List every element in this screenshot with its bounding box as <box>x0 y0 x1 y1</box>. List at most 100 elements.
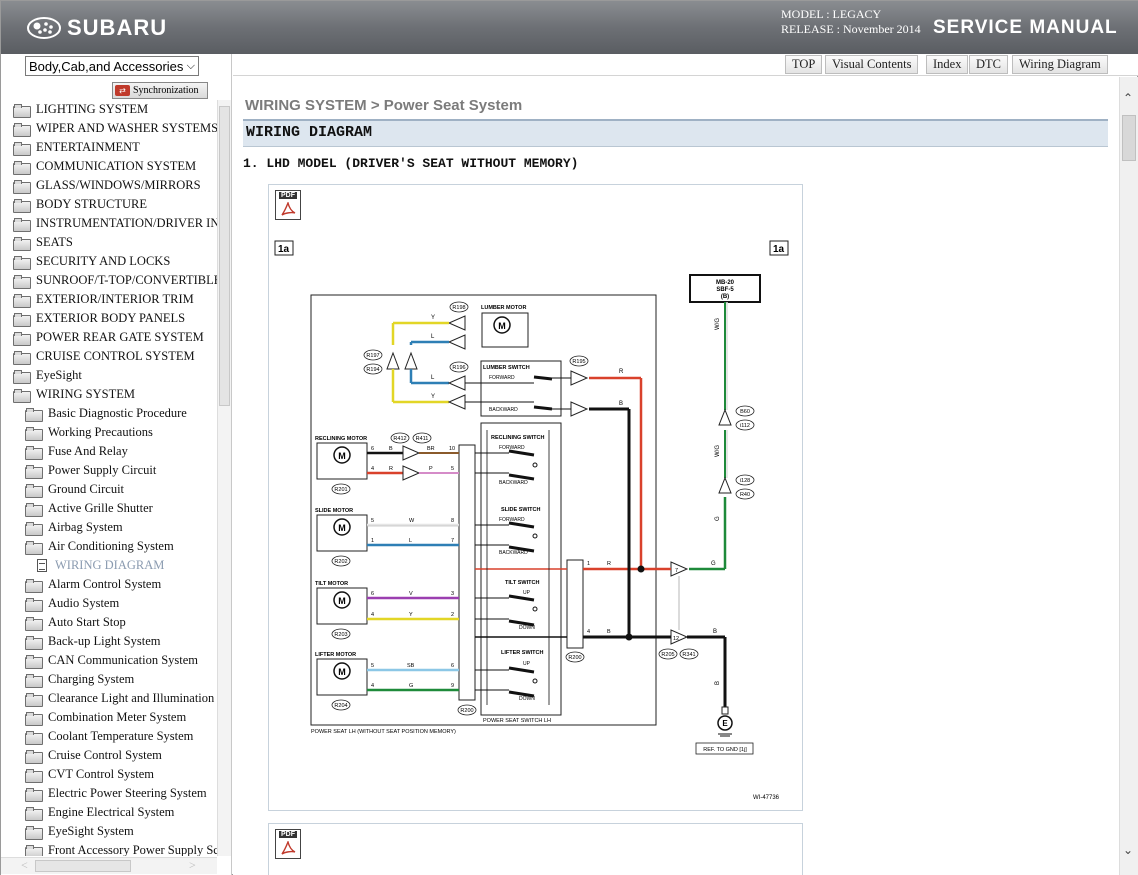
toc-item[interactable]: Electric Power Steering System <box>25 784 207 803</box>
content-pane: WIRING SYSTEM > Power Seat System WIRING… <box>233 77 1119 875</box>
r205-pin-4: 4 <box>587 629 590 635</box>
toc-item[interactable]: SECURITY AND LOCKS <box>13 252 170 271</box>
toc-horizontal-scrollbar[interactable]: < > <box>1 857 217 874</box>
folder-icon <box>13 293 31 308</box>
folder-icon <box>13 198 31 213</box>
nav-visual-contents-button[interactable]: Visual Contents <box>825 55 919 74</box>
section-header: WIRING DIAGRAM <box>243 119 1108 147</box>
toc-item[interactable]: BODY STRUCTURE <box>13 195 147 214</box>
toc-item[interactable]: CRUISE CONTROL SYSTEM <box>13 347 195 366</box>
tilt-motor-label: TILT MOTOR <box>315 581 348 587</box>
toc-item[interactable]: EyeSight <box>13 366 82 385</box>
nav-index-button[interactable]: Index <box>926 55 969 74</box>
folder-icon <box>13 122 31 137</box>
toc-item-label: EyeSight System <box>48 824 134 838</box>
page-tag-left: 1a <box>278 244 290 255</box>
toc-item[interactable]: EXTERIOR/INTERIOR TRIM <box>13 290 194 309</box>
toc-item[interactable]: SUNROOF/T-TOP/CONVERTIBLE <box>13 271 217 290</box>
scroll-left-icon[interactable]: < <box>21 858 28 872</box>
toc-item[interactable]: Ground Circuit <box>25 480 124 499</box>
toc-item[interactable]: WIRING SYSTEM <box>13 385 135 404</box>
folder-icon <box>25 825 43 840</box>
toc-item-label: Ground Circuit <box>48 482 125 496</box>
conn-r197: R197 <box>366 353 379 359</box>
synchronization-button[interactable]: ⇄ Synchronization <box>112 82 208 99</box>
content-scroll-thumb[interactable] <box>1122 115 1136 161</box>
toc-scroll-thumb[interactable] <box>219 106 230 406</box>
lumber-switch-label: LUMBER SWITCH <box>483 365 530 371</box>
toc-item[interactable]: Basic Diagnostic Procedure <box>25 404 187 423</box>
toc-item[interactable]: EXTERIOR BODY PANELS <box>13 309 185 328</box>
toc-item[interactable]: Working Precautions <box>25 423 153 442</box>
slide-bwd: BACKWARD <box>499 550 528 556</box>
toc-item-label: Engine Electrical System <box>48 805 175 819</box>
folder-icon <box>13 255 31 270</box>
toc-hscroll-thumb[interactable] <box>35 860 131 872</box>
toc-item[interactable]: ENTERTAINMENT <box>13 138 140 157</box>
lifter-wire-sb: SB <box>407 663 415 669</box>
pdf-download-icon[interactable]: PDF <box>275 190 301 220</box>
toc-item[interactable]: Audio System <box>25 594 119 613</box>
pdf-download-icon-2[interactable]: PDF <box>275 829 301 859</box>
toc-item-label: ENTERTAINMENT <box>36 140 140 154</box>
toc-item[interactable]: SEATS <box>13 233 73 252</box>
toc-item-label: POWER REAR GATE SYSTEM <box>36 330 204 344</box>
toc-item-label: CRUISE CONTROL SYSTEM <box>36 349 195 363</box>
toc-item[interactable]: WIPER AND WASHER SYSTEMS <box>13 119 217 138</box>
wire-y-2: Y <box>431 394 435 400</box>
wire-wg-2: W/G <box>715 445 721 457</box>
conn-r412: R412 <box>393 436 406 442</box>
scroll-down-icon[interactable]: ⌄ <box>1123 843 1134 857</box>
toc-item-label: Active Grille Shutter <box>48 501 153 515</box>
conn-r194: R194 <box>366 367 379 373</box>
release-label: RELEASE : November 2014 <box>781 22 921 36</box>
toc-item[interactable]: EyeSight System <box>25 822 134 841</box>
toc-item[interactable]: Cruise Control System <box>25 746 162 765</box>
conn-r204: R204 <box>334 703 347 709</box>
toc-item[interactable]: Coolant Temperature System <box>25 727 193 746</box>
content-vertical-scrollbar[interactable]: ⌃ ⌄ <box>1119 77 1138 875</box>
conn-r200: R200 <box>460 708 473 714</box>
toc-item-label: EyeSight <box>36 368 82 382</box>
toc-item[interactable]: Auto Start Stop <box>25 613 126 632</box>
toc-item[interactable]: POWER REAR GATE SYSTEM <box>13 328 204 347</box>
toc-vertical-scrollbar[interactable] <box>217 100 231 856</box>
toc-item[interactable]: Airbag System <box>25 518 123 537</box>
toc-item[interactable]: Combination Meter System <box>25 708 186 727</box>
toc-item[interactable]: CAN Communication System <box>25 651 198 670</box>
toc-item[interactable]: Engine Electrical System <box>25 803 174 822</box>
recl-pin-5: 5 <box>451 466 454 472</box>
nav-dtc-button[interactable]: DTC <box>969 55 1008 74</box>
scroll-right-icon[interactable]: > <box>189 858 196 872</box>
category-select[interactable]: Body,Cab,and Accessories ⌵ <box>25 56 199 76</box>
nav-top-button[interactable]: TOP <box>785 55 823 74</box>
navigation-pane: Body,Cab,and Accessories ⌵ ⇄ Synchroniza… <box>1 54 232 875</box>
toc-item[interactable]: Back-up Light System <box>25 632 161 651</box>
slide-pin-7: 7 <box>451 538 454 544</box>
scroll-up-icon[interactable]: ⌃ <box>1123 91 1134 105</box>
toc-item[interactable]: Charging System <box>25 670 134 689</box>
toc-item[interactable]: Front Accessory Power Supply Sc <box>25 841 217 856</box>
toc-item[interactable]: Air Conditioning System <box>25 537 174 556</box>
toc-item-label: Electric Power Steering System <box>48 786 207 800</box>
toc-item[interactable]: INSTRUMENTATION/DRIVER IN <box>13 214 217 233</box>
toc-item[interactable]: Power Supply Circuit <box>25 461 156 480</box>
toc-item[interactable]: WIRING DIAGRAM <box>37 556 164 575</box>
toc-item[interactable]: COMMUNICATION SYSTEM <box>13 157 196 176</box>
toc-item[interactable]: Active Grille Shutter <box>25 499 153 518</box>
sync-label: Synchronization <box>133 85 199 96</box>
folder-icon <box>25 521 43 536</box>
conn-r205: R205 <box>661 652 674 658</box>
toc-item[interactable]: CVT Control System <box>25 765 154 784</box>
nav-wiring-diagram-button[interactable]: Wiring Diagram <box>1012 55 1108 74</box>
toc-item[interactable]: GLASS/WINDOWS/MIRRORS <box>13 176 201 195</box>
toc-item[interactable]: LIGHTING SYSTEM <box>13 100 148 119</box>
toc-item[interactable]: Clearance Light and Illumination Li <box>25 689 217 708</box>
toc-item[interactable]: Fuse And Relay <box>25 442 128 461</box>
folder-icon <box>13 312 31 327</box>
tilt-switch-group: TILT SWITCH UP DOWN <box>475 580 539 631</box>
lumber-fwd-label: FORWARD <box>489 375 515 381</box>
folder-icon <box>25 768 43 783</box>
toc-item[interactable]: Alarm Control System <box>25 575 161 594</box>
fuse-line-2: SBF-5 <box>716 287 734 293</box>
